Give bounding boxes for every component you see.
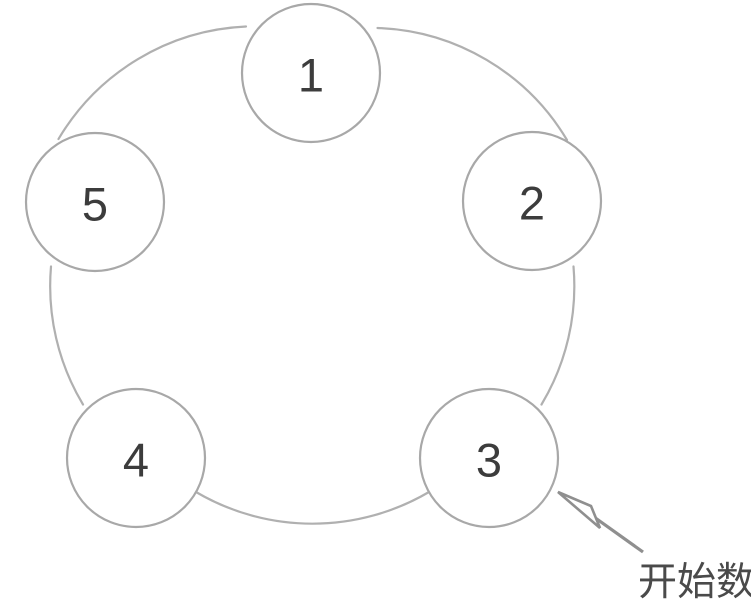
node-4-label: 4 xyxy=(123,434,149,487)
node-2[interactable]: 2 xyxy=(461,130,603,272)
arc-5-to-1 xyxy=(57,25,248,141)
start-number-annotation-label: 开始数 xyxy=(638,560,751,603)
node-2-circle[interactable] xyxy=(461,130,603,272)
node-1[interactable]: 1 xyxy=(240,2,382,144)
arc-4-to-5 xyxy=(49,265,85,406)
node-1-label: 1 xyxy=(298,49,324,102)
node-1-circle[interactable] xyxy=(240,2,382,144)
node-4-circle[interactable] xyxy=(65,387,207,529)
start-pointer-arrow xyxy=(557,490,644,554)
node-5[interactable]: 5 xyxy=(24,131,166,273)
node-2-label: 2 xyxy=(519,177,545,230)
node-5-label: 5 xyxy=(82,178,108,231)
node-3[interactable]: 3 xyxy=(418,387,560,529)
pointer-arrow-head xyxy=(557,490,602,529)
node-4[interactable]: 4 xyxy=(65,387,207,529)
node-3-circle[interactable] xyxy=(418,387,560,529)
node-5-circle[interactable] xyxy=(24,131,166,273)
arc-2-to-3 xyxy=(540,265,576,406)
node-3-label: 3 xyxy=(476,434,502,487)
ring-arc-group xyxy=(49,25,576,525)
arc-3-to-4 xyxy=(194,490,431,525)
arc-1-to-2 xyxy=(376,26,569,142)
